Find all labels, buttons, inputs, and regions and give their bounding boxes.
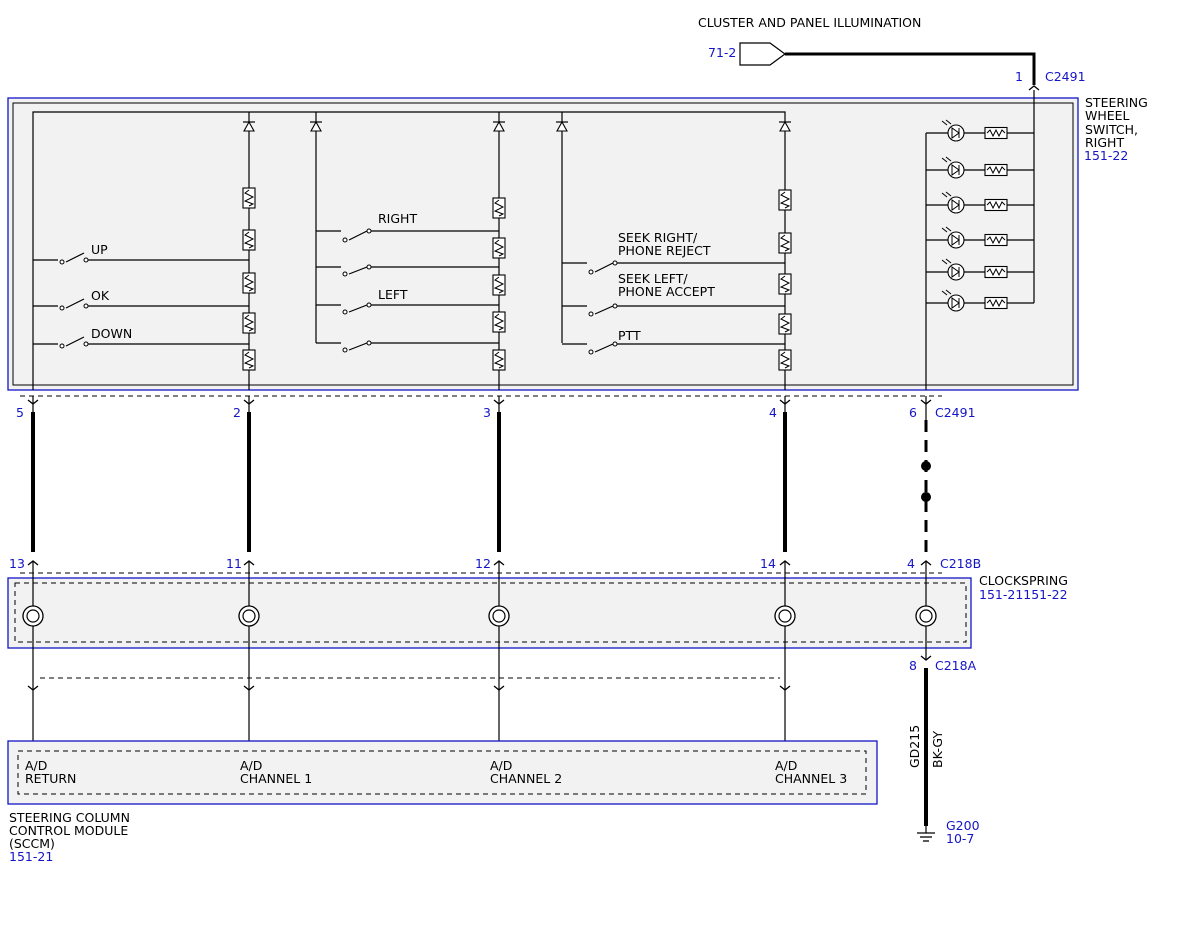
switch-up [33, 252, 249, 265]
connector-c218a-label: C218A [935, 658, 977, 673]
switch-label-seek-left-2: PHONE ACCEPT [618, 284, 715, 299]
resistor-icon [242, 312, 256, 334]
switch-label-seek-right-2: PHONE REJECT [618, 243, 711, 258]
switch-label-seek-right-1: SEEK RIGHT/ [618, 230, 698, 245]
ground-name: G200 [946, 818, 980, 833]
illumination-connector: C2491 [1045, 69, 1086, 84]
pin-label: 13 [9, 556, 25, 571]
resistor-icon [242, 349, 256, 371]
clockspring-coil-icon [22, 605, 44, 627]
switch-seek-right [562, 260, 785, 275]
connector-arrow-icon [739, 42, 787, 66]
pin-label: 11 [226, 556, 242, 571]
clockspring-coil-icon [488, 605, 510, 627]
resistor-icon [984, 296, 1008, 310]
ground-wire-circuit: GD215 [907, 725, 922, 768]
clockspring-wires [32, 561, 927, 752]
illumination-pin: 1 [1015, 69, 1023, 84]
pin-label: 2 [233, 405, 241, 420]
sccm-name-line2: CONTROL MODULE [9, 823, 128, 838]
illumination-ref: 71-2 [708, 45, 736, 60]
led-array [926, 119, 1034, 312]
clockspring-coil-icon [915, 605, 937, 627]
sccm-input-ch3-2: CHANNEL 3 [775, 771, 847, 786]
ground-wire-color: BK-GY [930, 731, 945, 768]
sccm-input-ch2-2: CHANNEL 2 [490, 771, 562, 786]
clockspring-name: CLOCKSPRING [979, 573, 1068, 588]
sccm-input-return-1: A/D [25, 758, 47, 773]
resistor-icon [778, 232, 792, 254]
resistor-icon [492, 197, 506, 219]
pin-label: 8 [909, 658, 917, 673]
switch-ref: 151-22 [1084, 148, 1128, 163]
sccm-pins [27, 685, 791, 691]
sccm-input-ch1-2: CHANNEL 1 [240, 771, 312, 786]
resistor-icon [984, 163, 1008, 177]
resistor-icon [492, 237, 506, 259]
resistor-icon [778, 189, 792, 211]
connector-c218b-label: C218B [940, 556, 981, 571]
switch-name-line3: SWITCH, [1085, 122, 1138, 137]
sccm-module [7, 740, 878, 805]
pin-label: 4 [907, 556, 915, 571]
switch-label-down: DOWN [91, 326, 132, 341]
clockspring-ref: 151-21151-22 [979, 587, 1068, 602]
resistor-icon [984, 198, 1008, 212]
diagram-title: CLUSTER AND PANEL ILLUMINATION [698, 15, 921, 30]
resistor-icon [778, 313, 792, 335]
pin-label: 6 [909, 405, 917, 420]
switch-left [316, 302, 499, 315]
switch-label-ptt: PTT [618, 328, 641, 343]
switch-label-seek-left-1: SEEK LEFT/ [618, 271, 688, 286]
switch-label-ok: OK [91, 288, 110, 303]
connector-pin-icon [1028, 85, 1040, 91]
resistor-icon [492, 274, 506, 296]
illumination-wire [785, 52, 1036, 85]
switch-name-line1: STEERING [1085, 95, 1148, 110]
sccm-input-return-2: RETURN [25, 771, 76, 786]
pin-label: 3 [483, 405, 491, 420]
pin-label: 5 [16, 405, 24, 420]
ground-icon [917, 826, 935, 842]
sccm-input-ch2-1: A/D [490, 758, 512, 773]
switch-name-line4: RIGHT [1085, 135, 1124, 150]
pin-label: 14 [760, 556, 776, 571]
harness-wires [31, 396, 931, 552]
clockspring-coil-icon [238, 605, 260, 627]
connector-c2491-label: C2491 [935, 405, 976, 420]
resistor-icon [984, 126, 1008, 140]
switch-label-left: LEFT [378, 287, 408, 302]
switch-seek-left [562, 303, 785, 317]
c2491-pins [27, 399, 932, 405]
resistor-icon [778, 349, 792, 371]
sccm-name-line1: STEERING COLUMN [9, 810, 130, 825]
resistor-icon [984, 233, 1008, 247]
pin-label: 4 [769, 405, 777, 420]
switch-label-right: RIGHT [378, 211, 417, 226]
sccm-input-ch1-1: A/D [240, 758, 262, 773]
pin-label: 12 [475, 556, 491, 571]
resistor-icon [984, 265, 1008, 279]
switch-right [316, 228, 499, 243]
switch-name-line2: WHEEL [1085, 108, 1130, 123]
resistor-icon [242, 229, 256, 251]
switch-ok [33, 298, 249, 311]
clockspring-coil-icon [774, 605, 796, 627]
sccm-ref: 151-21 [9, 849, 53, 864]
sccm-input-ch3-1: A/D [775, 758, 797, 773]
resistor-icon [242, 187, 256, 209]
switch-label-up: UP [91, 242, 108, 257]
switch-ptt [562, 341, 785, 355]
resistor-icon [492, 349, 506, 371]
sccm-name-line3: (SCCM) [9, 836, 55, 851]
resistor-icon [778, 273, 792, 295]
ground-ref: 10-7 [946, 831, 974, 846]
switch-down [33, 336, 249, 349]
resistor-icon [242, 272, 256, 294]
resistor-icon [492, 311, 506, 333]
steering-wheel-switch [7, 97, 1079, 391]
